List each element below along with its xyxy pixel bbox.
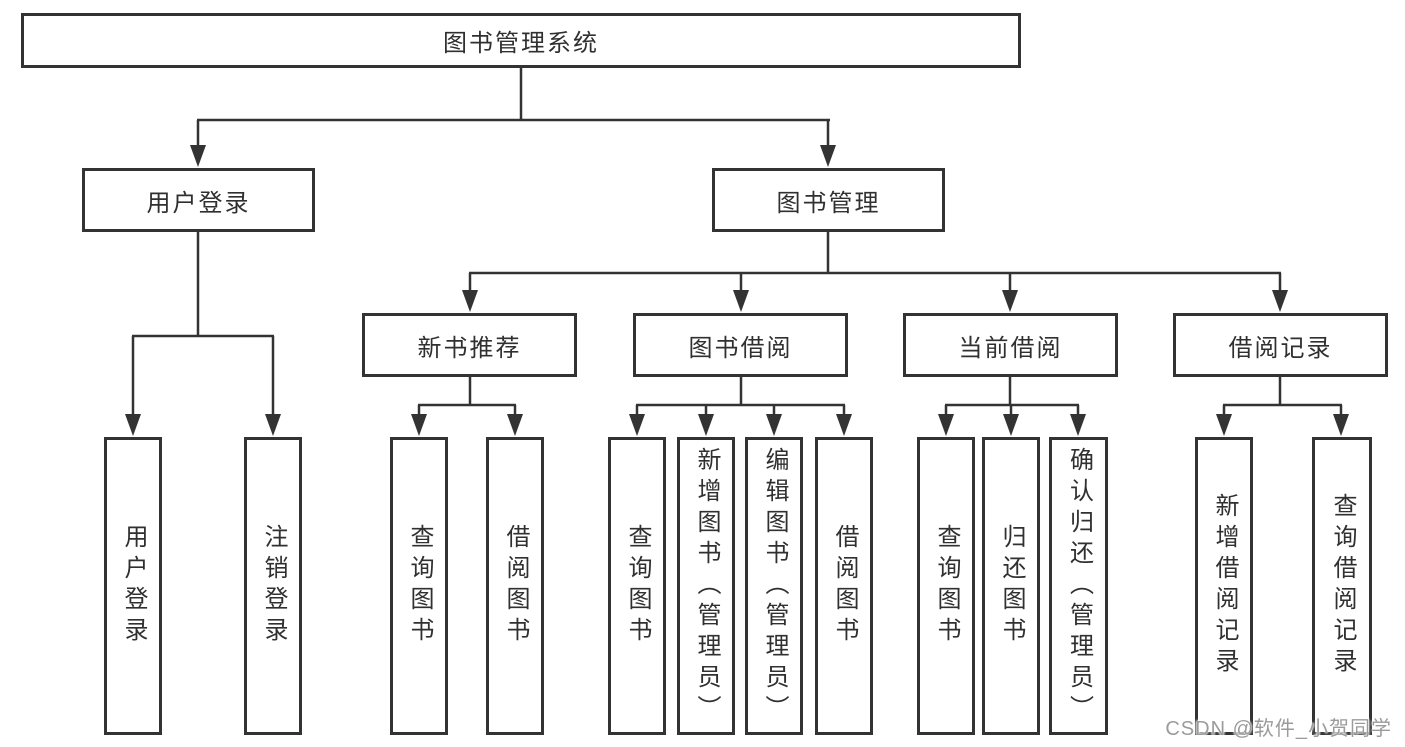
- leaf-edit-book-admin: 编辑图书（管理员）: [745, 437, 803, 735]
- node-book-management-label: 图书管理: [776, 189, 881, 217]
- node-current-borrow: 当前借阅: [903, 313, 1118, 377]
- leaf-confirm-return-admin: 确认归还（管理员）: [1049, 437, 1108, 735]
- leaf-query-borrow-record: 查询借阅记录: [1312, 437, 1372, 735]
- leaf-borrow-books: 借阅图书: [815, 437, 873, 735]
- node-book-borrow-label: 图书借阅: [688, 334, 793, 362]
- node-borrow-records-label: 借阅记录: [1228, 334, 1333, 362]
- leaf-logout-label: 注销登录: [260, 524, 287, 648]
- arrowheads: [125, 145, 1349, 436]
- node-current-borrow-label: 当前借阅: [958, 334, 1063, 362]
- node-user-login: 用户登录: [82, 168, 315, 232]
- watermark: CSDN @软件_小贺同学: [1165, 718, 1392, 740]
- node-user-login-label: 用户登录: [146, 189, 251, 217]
- leaf-query-books-recommend: 查询图书: [390, 437, 448, 735]
- leaf-query-books-current-label: 查询图书: [933, 524, 960, 648]
- leaf-add-book-admin-label: 新增图书（管理员）: [693, 446, 720, 726]
- node-borrow-records: 借阅记录: [1173, 313, 1388, 377]
- node-new-book-recommend: 新书推荐: [362, 313, 577, 377]
- node-book-management: 图书管理: [712, 168, 945, 232]
- leaf-query-books-borrow: 查询图书: [608, 437, 666, 735]
- node-root: 图书管理系统: [21, 13, 1021, 68]
- leaf-confirm-return-admin-label: 确认归还（管理员）: [1065, 446, 1093, 726]
- leaf-borrow-books-recommend: 借阅图书: [486, 437, 544, 735]
- leaf-logout: 注销登录: [244, 437, 302, 735]
- leaf-return-books-label: 归还图书: [998, 524, 1025, 648]
- leaf-add-book-admin: 新增图书（管理员）: [677, 437, 735, 735]
- leaf-query-books-current: 查询图书: [917, 437, 975, 735]
- leaf-query-books-borrow-label: 查询图书: [624, 524, 651, 648]
- leaf-edit-book-admin-label: 编辑图书（管理员）: [761, 446, 788, 726]
- leaf-add-borrow-record: 新增借阅记录: [1195, 437, 1253, 735]
- leaf-borrow-books-label: 借阅图书: [831, 524, 858, 648]
- node-book-borrow: 图书借阅: [633, 313, 848, 377]
- leaf-query-borrow-record-label: 查询借阅记录: [1329, 493, 1356, 679]
- node-root-label: 图书管理系统: [443, 30, 599, 57]
- leaf-query-books-recommend-label: 查询图书: [406, 524, 433, 648]
- node-new-book-recommend-label: 新书推荐: [417, 334, 522, 362]
- leaf-user-login: 用户登录: [104, 437, 162, 735]
- leaf-borrow-books-recommend-label: 借阅图书: [502, 524, 529, 648]
- leaf-add-borrow-record-label: 新增借阅记录: [1211, 493, 1238, 679]
- leaf-user-login-label: 用户登录: [120, 524, 147, 648]
- leaf-return-books: 归还图书: [982, 437, 1040, 735]
